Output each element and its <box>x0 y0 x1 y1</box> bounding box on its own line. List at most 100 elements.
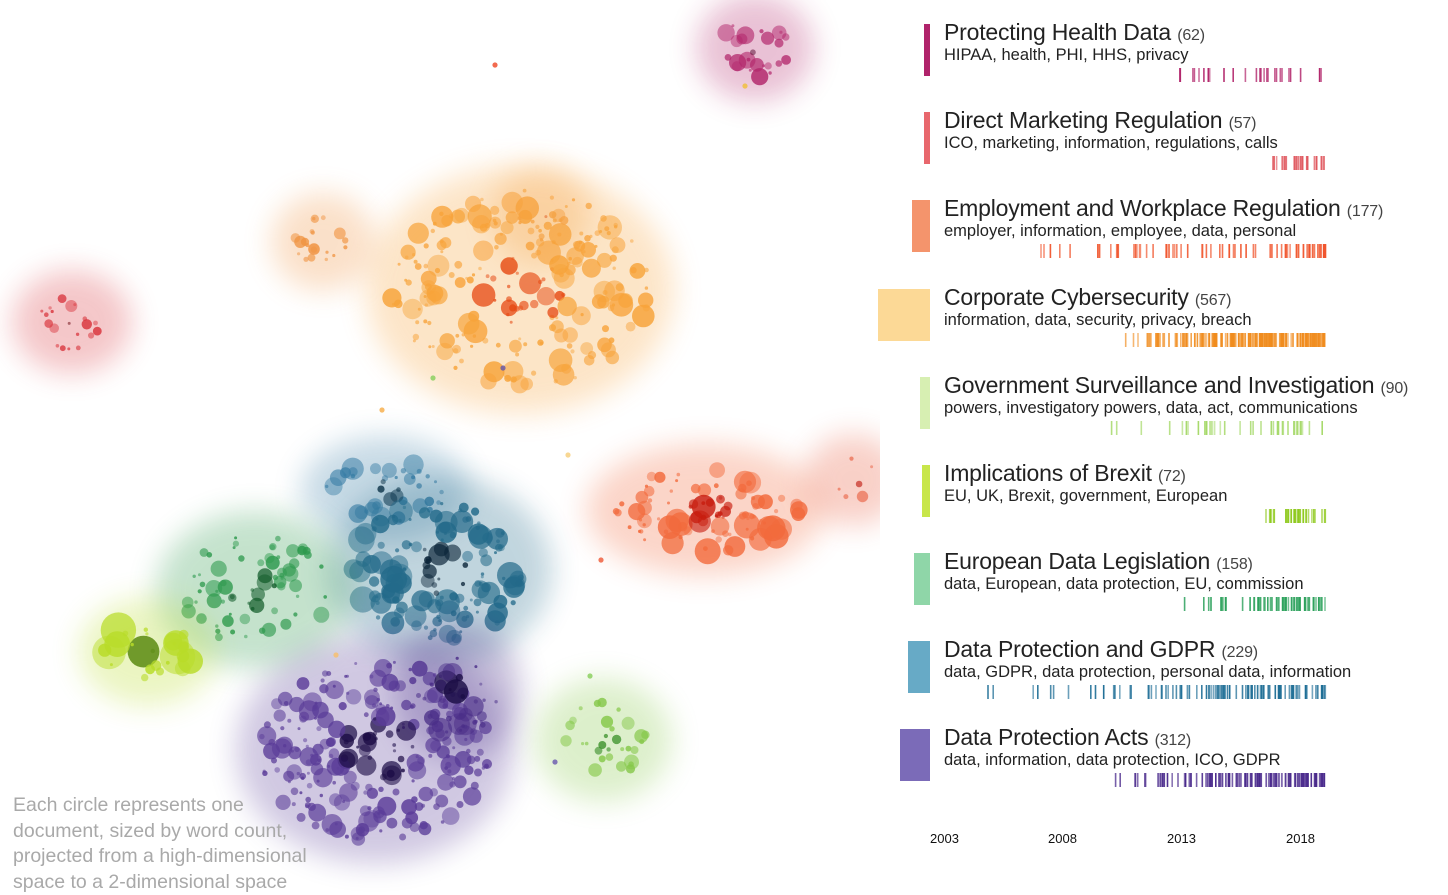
document-circle <box>92 326 102 336</box>
topic-timeline <box>1110 421 1323 435</box>
document-circle <box>580 242 596 258</box>
document-circle <box>423 319 428 324</box>
document-circle <box>669 489 673 493</box>
timeline-tick <box>1307 509 1310 523</box>
document-circle <box>409 822 420 833</box>
document-circle <box>411 475 416 480</box>
document-circle <box>759 518 763 523</box>
document-circle <box>314 701 318 705</box>
timeline-tick <box>1297 597 1299 611</box>
document-circle <box>598 755 606 763</box>
document-circle <box>310 214 319 223</box>
timeline-tick <box>1302 333 1304 347</box>
document-circle <box>299 747 319 767</box>
timeline-tick <box>1040 244 1042 258</box>
timeline-tick <box>1263 333 1266 347</box>
document-circle <box>584 741 589 746</box>
document-circle <box>462 562 469 568</box>
timeline-tick <box>1216 685 1219 699</box>
timeline-tick <box>1144 773 1147 787</box>
document-circle <box>751 496 756 501</box>
timeline-tick <box>1260 68 1262 82</box>
timeline-tick <box>1179 685 1181 699</box>
timeline-tick <box>1241 597 1244 611</box>
timeline-tick <box>1297 685 1299 699</box>
timeline-tick <box>1244 773 1247 787</box>
document-circle <box>215 633 223 642</box>
document-circle <box>583 355 595 366</box>
timeline-tick <box>1301 421 1304 435</box>
timeline-tick <box>1245 685 1247 699</box>
timeline-tick <box>1303 333 1305 347</box>
document-circle <box>438 695 446 704</box>
timeline-tick <box>1295 685 1297 699</box>
document-circle <box>665 508 689 532</box>
timeline-tick <box>1112 685 1115 699</box>
document-circle <box>490 275 497 282</box>
document-circle <box>705 498 715 507</box>
timeline-tick <box>1287 509 1290 523</box>
document-circle <box>275 794 291 811</box>
timeline-tick <box>1258 773 1260 787</box>
topic-count: (62) <box>1177 27 1205 44</box>
timeline-tick <box>1304 773 1307 787</box>
timeline-tick <box>1259 685 1262 699</box>
topic-cluster <box>271 193 375 291</box>
document-circle <box>479 223 488 232</box>
timeline-tick <box>1219 773 1222 787</box>
document-circle <box>667 501 670 505</box>
timeline-tick <box>1251 333 1254 347</box>
document-circle <box>462 787 482 806</box>
document-circle <box>363 731 377 746</box>
document-circle <box>313 768 333 788</box>
document-circle <box>727 532 732 537</box>
timeline-tick <box>1201 773 1204 787</box>
document-circle <box>205 580 223 597</box>
document-circle <box>340 754 349 762</box>
document-circle <box>271 607 278 615</box>
document-circle <box>539 238 544 242</box>
timeline-tick <box>992 685 994 699</box>
document-circle <box>448 272 455 278</box>
timeline-tick <box>1315 685 1317 699</box>
document-circle <box>371 514 390 534</box>
document-circle <box>459 707 473 722</box>
timeline-tick <box>1307 597 1310 611</box>
timeline-tick <box>1303 773 1306 787</box>
timeline-tick <box>1235 333 1237 347</box>
document-circle <box>643 538 647 542</box>
timeline-tick <box>1219 421 1222 435</box>
topic-name: Employment and Workplace Regulation (177… <box>944 195 1384 221</box>
timeline-tick <box>1313 509 1315 523</box>
document-circle <box>44 319 53 328</box>
document-circle <box>319 564 324 569</box>
document-circle <box>627 525 632 530</box>
document-circle <box>593 280 615 303</box>
timeline-tick <box>1254 773 1257 787</box>
timeline-tick <box>1256 773 1259 787</box>
cluster-halo <box>366 166 674 414</box>
timeline-tick <box>1267 333 1269 347</box>
timeline-tick <box>1307 333 1309 347</box>
timeline-tick <box>1239 421 1241 435</box>
topic-name: Data Protection Acts (312) <box>944 724 1191 750</box>
document-circle <box>271 583 277 589</box>
timeline-tick <box>1117 244 1120 258</box>
topic-color-swatch <box>912 200 930 252</box>
document-circle <box>458 502 469 513</box>
timeline-tick <box>1114 773 1117 787</box>
timeline-tick <box>1281 773 1283 787</box>
document-circle <box>312 705 318 710</box>
timeline-tick <box>1208 68 1211 82</box>
topic-keywords: information, data, security, privacy, br… <box>944 311 1252 329</box>
document-circle <box>510 600 516 606</box>
document-circle <box>770 518 792 540</box>
timeline-tick <box>1314 509 1316 523</box>
timeline-tick <box>1261 685 1263 699</box>
timeline-tick <box>1307 773 1309 787</box>
timeline-tick <box>1110 421 1113 435</box>
document-circle <box>471 283 496 307</box>
timeline-tick <box>1324 685 1327 699</box>
timeline-tick <box>1289 773 1292 787</box>
document-circle <box>303 256 309 262</box>
